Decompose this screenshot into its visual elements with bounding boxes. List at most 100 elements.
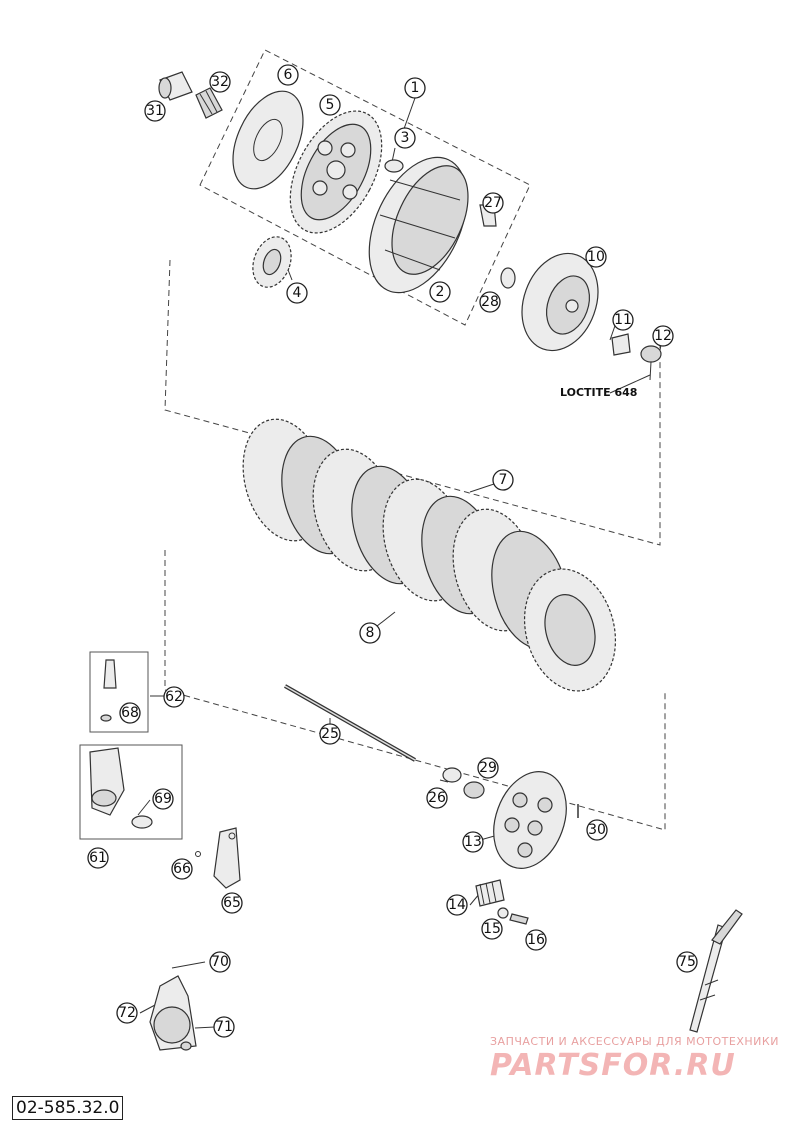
push-rod	[284, 684, 416, 762]
clutch-plate-stack	[242, 418, 617, 692]
small-ball-part	[195, 851, 201, 857]
rod-bushing-part	[442, 767, 462, 783]
svg-text:69: 69	[154, 791, 172, 807]
slave-cylinder-part	[89, 747, 153, 829]
svg-text:6: 6	[284, 67, 293, 83]
bushing-part	[384, 159, 404, 173]
svg-text:72: 72	[118, 1005, 136, 1021]
svg-text:7: 7	[499, 472, 508, 488]
svg-text:70: 70	[211, 954, 229, 970]
svg-text:26: 26	[428, 790, 446, 806]
callout-28: 28	[479, 291, 501, 313]
callout-3: 3	[394, 127, 416, 149]
svg-text:1: 1	[411, 80, 420, 96]
callout-8: 8	[359, 622, 381, 644]
bleeder-valve-part	[100, 659, 117, 722]
callout-10: 10	[585, 246, 607, 268]
svg-text:66: 66	[173, 861, 191, 877]
svg-text:29: 29	[479, 760, 497, 776]
slave-cylinder-box	[79, 744, 183, 840]
callout-70: 70	[209, 951, 231, 973]
watermark-caption: ЗАПЧАСТИ И АКСЕССУАРЫ ДЛЯ МОТОТЕХНИКИ	[490, 1035, 779, 1048]
svg-text:31: 31	[146, 103, 164, 119]
svg-text:13: 13	[464, 834, 482, 850]
svg-text:4: 4	[293, 285, 302, 301]
callout-4: 4	[286, 282, 308, 304]
callout-61: 61	[87, 847, 109, 869]
callout-2: 2	[429, 281, 451, 303]
callout-15: 15	[481, 918, 503, 940]
spring-washer	[497, 907, 509, 919]
cover-gasket-part	[149, 975, 197, 1051]
svg-text:15: 15	[483, 921, 501, 937]
callout-62: 62	[163, 686, 185, 708]
svg-text:8: 8	[366, 625, 375, 641]
thrust-washer-disk	[232, 90, 304, 190]
svg-text:3: 3	[401, 130, 410, 146]
svg-text:11: 11	[614, 312, 632, 328]
watermark-brand: PARTSFOR.RU	[490, 1048, 736, 1083]
diagram-code: 02-585.32.0	[12, 1096, 124, 1120]
svg-text:61: 61	[89, 850, 107, 866]
callout-75: 75	[676, 951, 698, 973]
grease-syringe-part	[689, 909, 743, 1033]
callout-1: 1	[404, 77, 426, 99]
svg-text:71: 71	[215, 1019, 233, 1035]
nut-part	[640, 345, 662, 363]
pressure-plate	[493, 770, 567, 870]
callout-14: 14	[446, 894, 468, 916]
callout-72: 72	[116, 1002, 138, 1024]
callout-31: 31	[144, 100, 166, 122]
svg-text:28: 28	[481, 294, 499, 310]
svg-text:16: 16	[527, 932, 545, 948]
small-gear	[252, 236, 292, 288]
callout-26: 26	[426, 787, 448, 809]
release-lever-part	[213, 827, 241, 889]
inner-clutch-hub	[521, 252, 599, 352]
svg-text:32: 32	[211, 74, 229, 90]
svg-text:5: 5	[326, 97, 335, 113]
callout-13: 13	[462, 831, 484, 853]
washer-part	[500, 267, 516, 289]
callout-69: 69	[152, 788, 174, 810]
callouts: 1 2 3 4 5 6 7 8 10 11 12 13 14 15 16 25 …	[87, 64, 698, 1038]
svg-text:30: 30	[588, 822, 606, 838]
clutch-spring	[475, 879, 505, 907]
lock-washer-part	[611, 333, 631, 356]
callout-30: 30	[586, 819, 608, 841]
svg-text:12: 12	[654, 328, 672, 344]
bleeder-kit-box	[89, 651, 149, 733]
callout-5: 5	[319, 94, 341, 116]
loctite-label: LOCTITE 648	[560, 386, 638, 399]
callout-71: 71	[213, 1016, 235, 1038]
svg-text:27: 27	[484, 195, 502, 211]
svg-text:68: 68	[121, 705, 139, 721]
callout-29: 29	[477, 757, 499, 779]
callout-12: 12	[652, 325, 674, 347]
callout-68: 68	[119, 702, 141, 724]
svg-text:14: 14	[448, 897, 466, 913]
callout-32: 32	[209, 71, 231, 93]
spring-screw	[509, 913, 529, 925]
callout-25: 25	[319, 723, 341, 745]
callout-27: 27	[482, 192, 504, 214]
rod-bearing-part	[463, 781, 485, 799]
callout-66: 66	[171, 858, 193, 880]
clutch-basket	[368, 156, 469, 294]
callout-6: 6	[277, 64, 299, 86]
svg-text:65: 65	[223, 895, 241, 911]
sleeve-part	[158, 71, 193, 101]
callout-11: 11	[612, 309, 634, 331]
needle-bearing-part	[195, 87, 223, 119]
callout-16: 16	[525, 929, 547, 951]
svg-text:25: 25	[321, 726, 339, 742]
clutch-pack-box	[164, 259, 661, 546]
plates-box	[164, 550, 666, 831]
svg-text:10: 10	[587, 249, 605, 265]
svg-text:75: 75	[678, 954, 696, 970]
svg-text:62: 62	[165, 689, 183, 705]
svg-text:2: 2	[436, 284, 445, 300]
primary-gear	[289, 110, 383, 234]
